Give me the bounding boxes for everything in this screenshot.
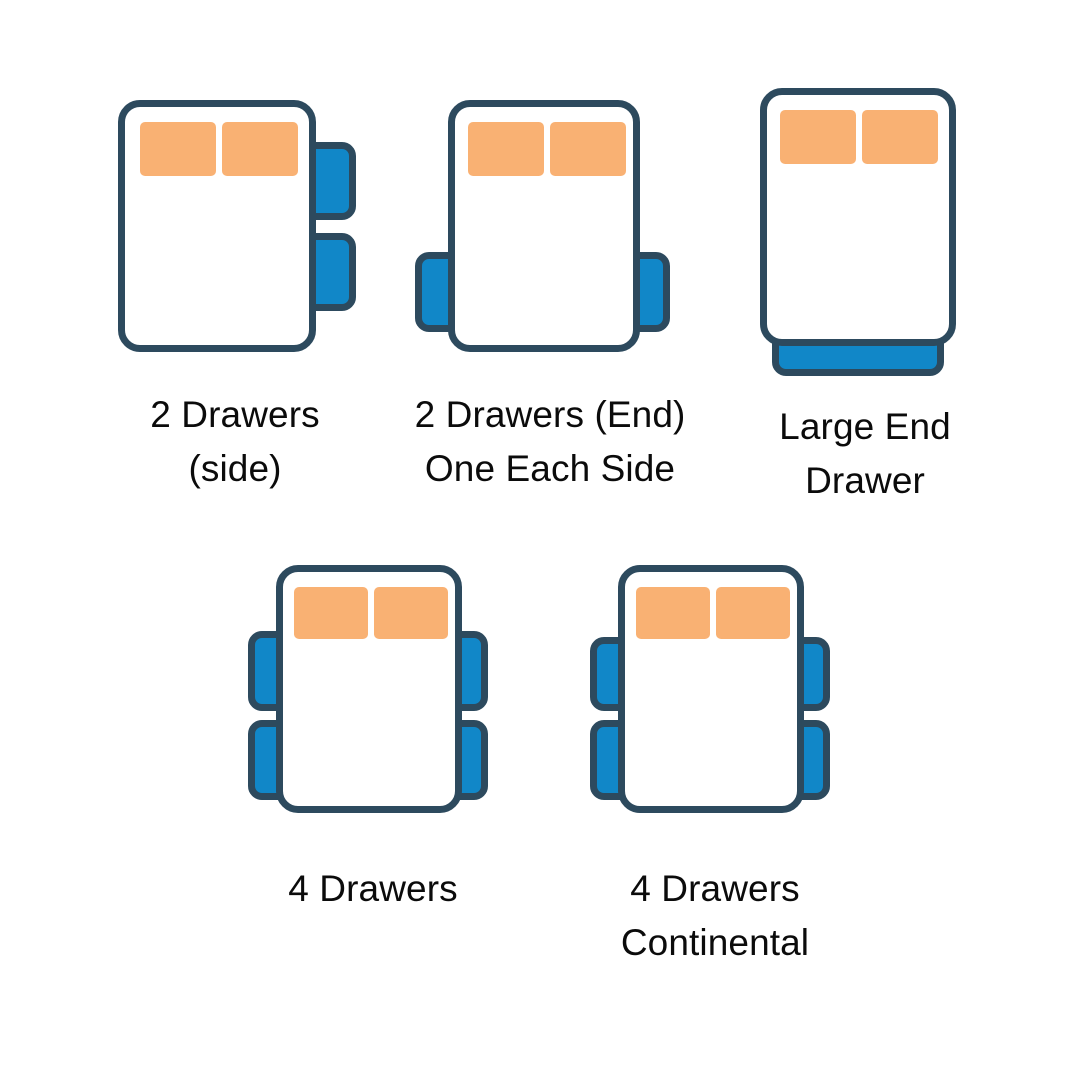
caption-four-drawers-continental: 4 Drawers Continental (620, 868, 810, 963)
bed-option-two-drawers-end[interactable] (415, 100, 675, 360)
caption-two-drawers-side: 2 Drawers (side) (150, 394, 320, 489)
pillow-left (780, 110, 856, 164)
pillow-left (140, 122, 216, 176)
bed-option-four-drawers-continental[interactable] (590, 565, 840, 825)
caption-two-drawers-end: 2 Drawers (End) One Each Side (414, 394, 686, 489)
pillow-right (550, 122, 626, 176)
pillow-left (468, 122, 544, 176)
caption-four-drawers: 4 Drawers (288, 868, 458, 909)
bed-option-large-end-drawer[interactable] (760, 88, 970, 378)
pillow-right (716, 587, 790, 639)
pillow-left (294, 587, 368, 639)
bed-option-two-drawers-side[interactable] (118, 100, 358, 360)
bed-option-four-drawers[interactable] (248, 565, 498, 825)
pillow-right (222, 122, 298, 176)
caption-large-end-drawer: Large End Drawer (779, 406, 951, 501)
pillow-right (862, 110, 938, 164)
pillow-right (374, 587, 448, 639)
pillow-left (636, 587, 710, 639)
